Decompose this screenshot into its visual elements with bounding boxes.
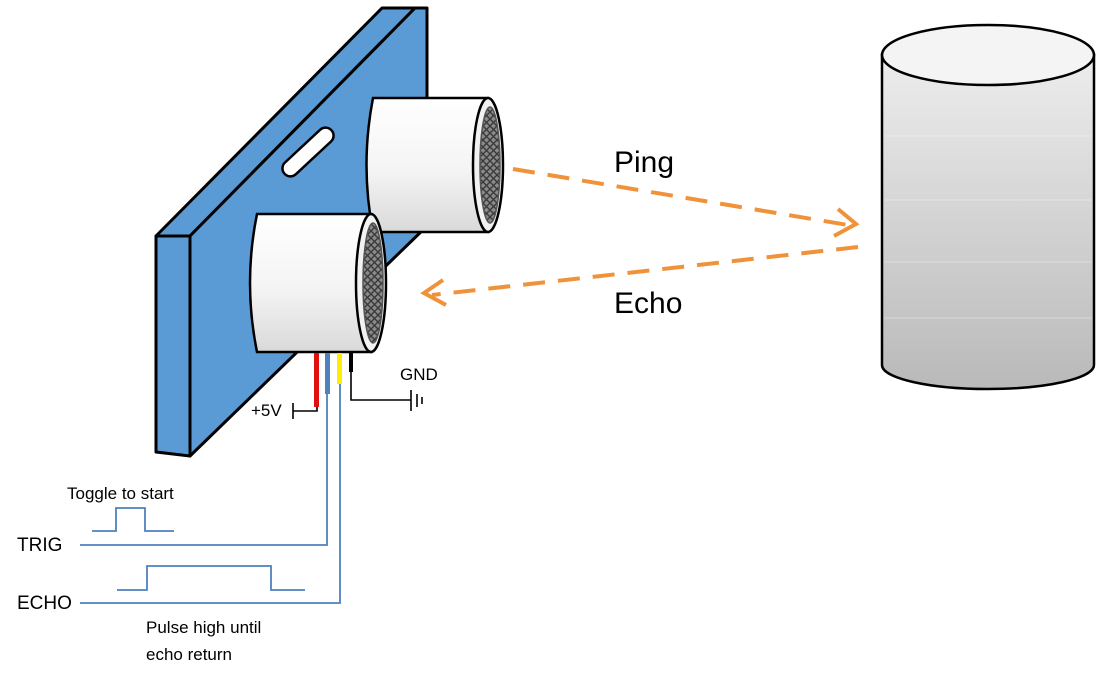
pin-echo-yellow	[337, 353, 342, 384]
ping-label: Ping	[614, 146, 674, 179]
echo-arrowhead-icon	[420, 278, 447, 307]
toggle-label: Toggle to start	[67, 484, 174, 503]
pin-vcc-red	[314, 353, 319, 407]
signal-lines	[80, 384, 341, 604]
gnd-wire	[350, 372, 418, 411]
pulse-label-line1: Pulse high until	[146, 618, 261, 637]
echo-label: Echo	[614, 287, 682, 320]
echo-pin-label: ECHO	[17, 593, 72, 614]
board-side-face	[154, 234, 192, 458]
trig-line	[80, 394, 328, 546]
pin-gnd-black	[349, 353, 353, 372]
ping-arrowhead-icon	[833, 207, 860, 238]
pulse-label-line2: echo return	[146, 645, 232, 664]
echo-line	[80, 384, 341, 604]
gnd-label: GND	[400, 365, 438, 384]
echo-pulse-waveform	[117, 565, 305, 591]
echo-arrow	[420, 245, 859, 307]
sensor-pins	[314, 353, 353, 407]
board-slot	[281, 126, 335, 178]
receiver-transducer	[248, 212, 388, 354]
target-cylinder	[880, 23, 1096, 391]
trig-label: TRIG	[17, 535, 62, 556]
ping-arrow	[512, 167, 860, 238]
vcc-wire	[292, 403, 318, 419]
vcc-label: +5V	[251, 401, 282, 420]
waveforms	[92, 507, 305, 591]
transmitter-transducer	[365, 96, 505, 234]
trig-pulse-waveform	[92, 507, 174, 532]
pin-trig-blue	[325, 353, 330, 394]
